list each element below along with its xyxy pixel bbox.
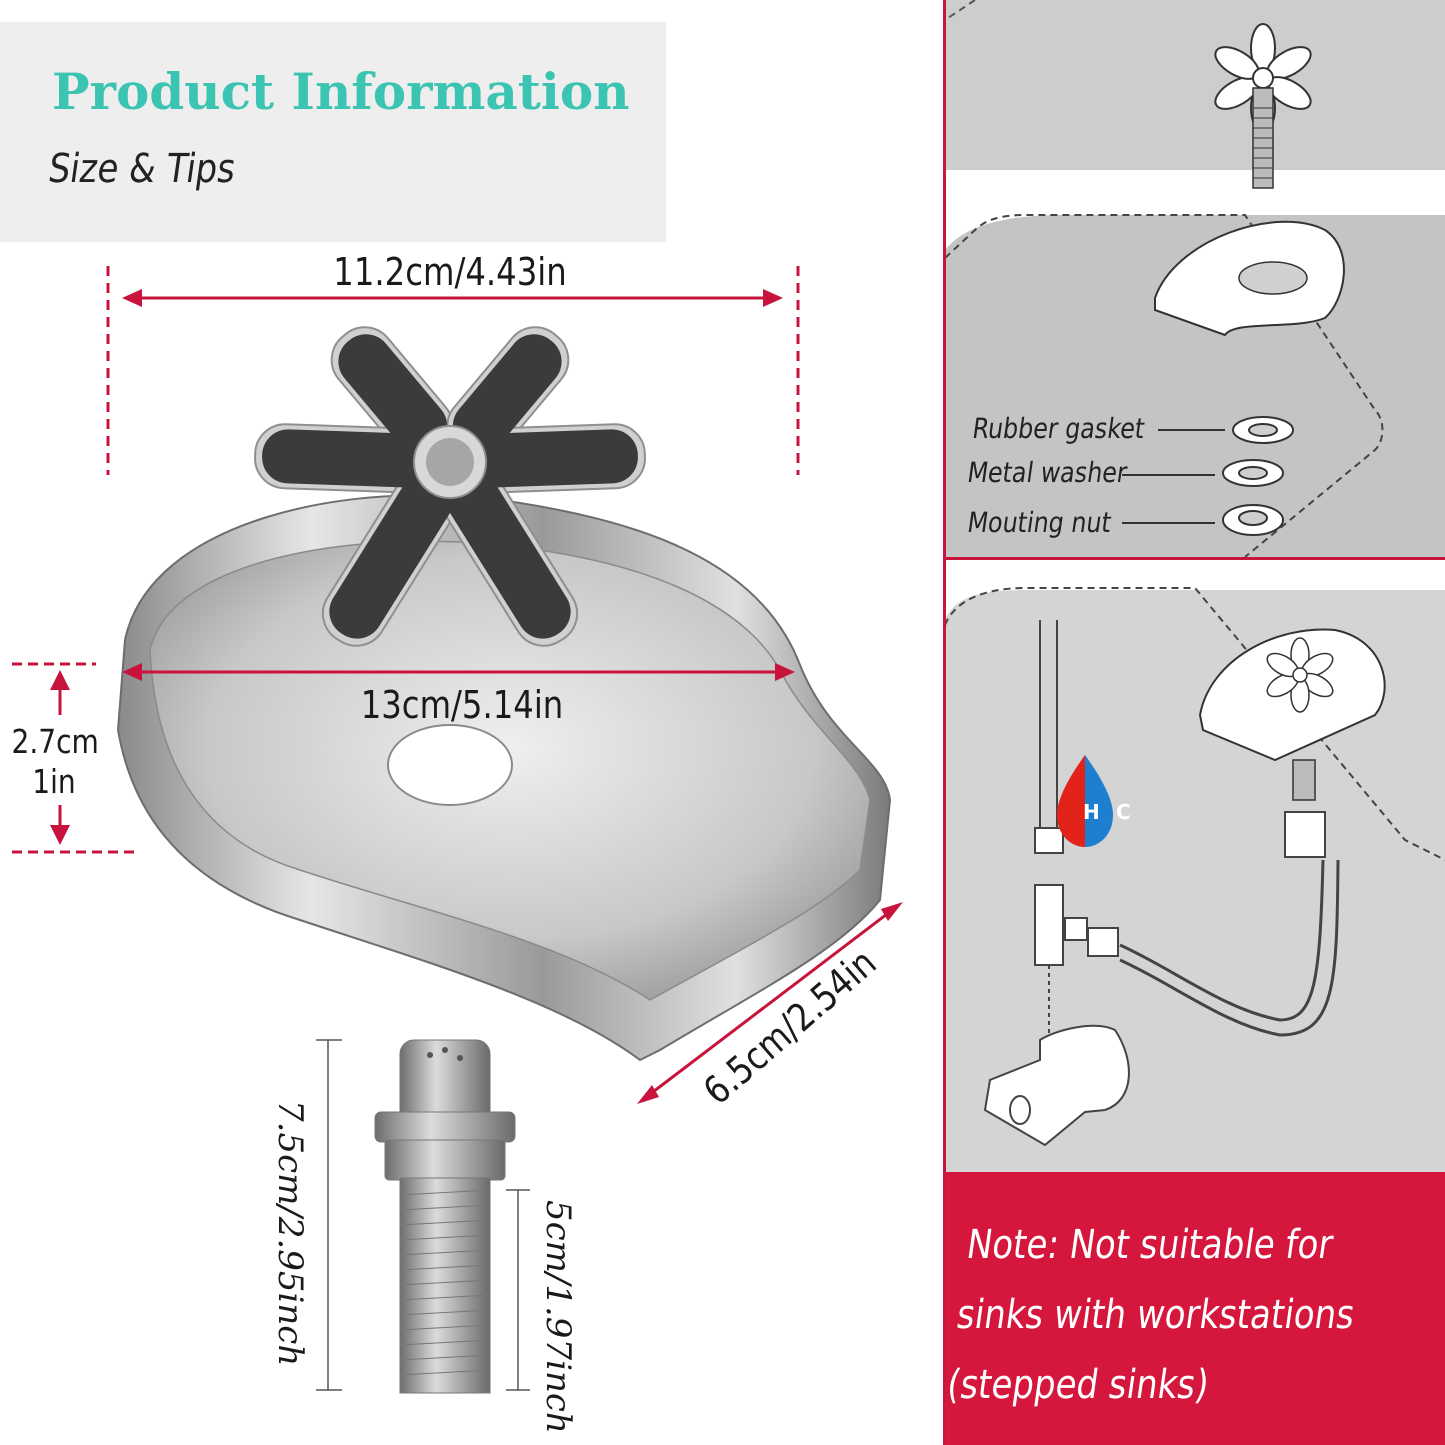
note-banner <box>945 1172 1445 1445</box>
flower-part-icon <box>1214 23 1312 189</box>
flower-brush <box>254 326 646 647</box>
water-supply-pipes <box>983 620 1340 1147</box>
rubber-gasket-label: Rubber gasket <box>970 412 1147 445</box>
height-label: 2.7cm 1in <box>11 722 99 802</box>
basin-body <box>116 494 892 1062</box>
shaft-length-label: 7.5cm/2.95inch <box>270 1100 310 1367</box>
note-text: Note: Not suitable for sinks with workst… <box>944 1222 1358 1408</box>
thread-length-label: 5cm/1.97inch <box>538 1200 578 1434</box>
top-width-dimension <box>106 266 800 475</box>
nozzle-shaft <box>316 1039 530 1394</box>
page-title: Product Information <box>52 62 630 121</box>
panel-divider-horizontal <box>943 557 1445 560</box>
height-cm-label: 2.7cm <box>11 722 99 761</box>
hot-cold-drop-icon <box>1057 755 1113 847</box>
hot-label: H <box>1083 800 1100 824</box>
inner-diameter-dimension <box>122 663 795 681</box>
basin-part-icon <box>1154 220 1345 337</box>
inner-diameter-label: 13cm/5.14in <box>360 683 564 727</box>
mounting-nut-label: Mouting nut <box>965 506 1114 539</box>
height-in-label: 1in <box>32 762 76 801</box>
top-width-label: 11.2cm/4.43in <box>333 250 567 294</box>
installation-diagram <box>945 0 1445 1172</box>
installed-rinser-icon <box>1198 628 1386 801</box>
part-leader-lines <box>1122 429 1225 524</box>
product-illustration <box>12 266 903 1394</box>
metal-washer-label: Metal washer <box>965 456 1130 489</box>
height-dimension <box>12 662 140 854</box>
cold-label: C <box>1116 800 1131 824</box>
spout-dimension <box>637 902 903 1104</box>
gasket-washer-nut-icons <box>1222 416 1294 536</box>
header-panel <box>0 22 666 242</box>
panel-divider-vertical <box>943 0 946 1445</box>
